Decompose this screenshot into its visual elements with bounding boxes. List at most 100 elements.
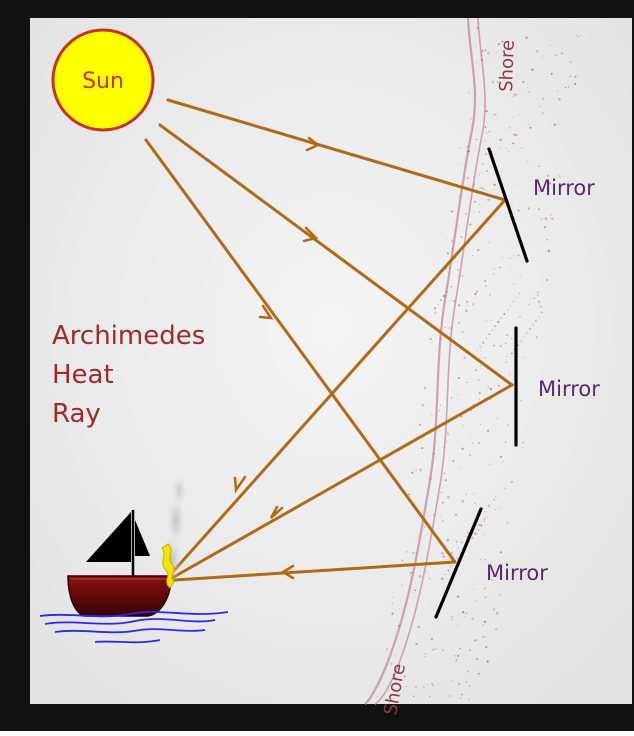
sand-dot xyxy=(550,214,551,215)
sand-dot xyxy=(429,696,430,697)
sand-dot xyxy=(536,50,538,52)
sand-dot xyxy=(512,301,514,303)
sand-dot xyxy=(471,436,472,437)
sand-dot xyxy=(417,537,419,539)
sand-dot xyxy=(441,578,443,580)
sand-dot xyxy=(435,457,436,458)
sand-dot xyxy=(466,613,467,614)
sand-dot xyxy=(484,596,486,598)
sand-dot xyxy=(513,93,515,95)
sand-dot xyxy=(478,673,480,675)
sand-dot xyxy=(542,112,544,114)
sand-dot xyxy=(451,616,453,618)
sand-dot xyxy=(478,529,479,530)
sand-dot xyxy=(447,432,448,433)
sand-dot xyxy=(521,147,522,148)
sand-dot xyxy=(453,300,455,302)
sand-dot xyxy=(470,118,472,120)
title-line-1: Archimedes xyxy=(52,321,205,351)
sand-dot xyxy=(483,533,485,535)
sand-dot xyxy=(413,696,414,697)
sand-dot xyxy=(522,441,524,443)
sand-dot xyxy=(398,625,400,627)
sand-dot xyxy=(452,460,454,462)
sand-dot xyxy=(473,493,474,494)
sand-dot xyxy=(476,62,478,64)
sand-dot xyxy=(511,338,512,339)
sand-dot xyxy=(558,98,560,100)
sand-dot xyxy=(493,114,495,116)
sand-dot xyxy=(531,69,533,71)
sand-dot xyxy=(540,106,541,107)
sand-dot xyxy=(513,95,515,97)
sand-dot xyxy=(519,293,521,295)
sand-dot xyxy=(477,249,479,251)
sand-dot xyxy=(487,430,489,432)
sand-dot xyxy=(514,186,515,187)
sand-dot xyxy=(419,577,420,578)
sand-dot xyxy=(431,602,432,603)
sand-dot xyxy=(432,684,434,686)
sand-dot xyxy=(457,269,458,270)
sand-dot xyxy=(480,525,482,527)
mirror-label-2: Mirror xyxy=(538,377,600,401)
sand-dot xyxy=(500,345,502,347)
sand-dot xyxy=(570,61,572,63)
sand-dot xyxy=(475,369,477,371)
sand-dot xyxy=(484,140,485,141)
sand-dot xyxy=(449,327,451,329)
sand-dot xyxy=(487,660,489,662)
sand-dot xyxy=(507,309,508,310)
sand-dot xyxy=(578,36,579,37)
sand-dot xyxy=(435,648,437,650)
sand-dot xyxy=(520,276,521,277)
sand-dot xyxy=(420,470,421,471)
sand-dot xyxy=(478,442,480,444)
sand-dot xyxy=(462,611,464,613)
sand-dot xyxy=(486,171,487,172)
sand-dot xyxy=(491,320,492,321)
sand-dot xyxy=(485,49,487,51)
sand-dot xyxy=(467,177,469,179)
sand-dot xyxy=(431,683,432,684)
sand-dot xyxy=(529,328,531,330)
sand-dot xyxy=(557,90,558,91)
sand-dot xyxy=(484,588,486,590)
sand-dot xyxy=(461,542,463,544)
sand-dot xyxy=(474,533,476,535)
sand-dot xyxy=(502,257,503,258)
sand-dot xyxy=(500,139,502,141)
mirror-label-1: Mirror xyxy=(533,176,595,200)
sand-dot xyxy=(487,199,489,201)
sand-dot xyxy=(485,285,487,287)
sand-dot xyxy=(431,341,432,342)
sand-dot xyxy=(411,472,413,474)
sand-dot xyxy=(510,258,511,259)
sand-dot xyxy=(493,608,495,610)
sand-dot xyxy=(442,650,443,651)
sand-dot xyxy=(479,524,481,526)
sand-dot xyxy=(400,599,401,600)
sand-dot xyxy=(444,327,445,328)
sand-dot xyxy=(523,337,524,338)
sand-dot xyxy=(505,148,506,149)
sand-dot xyxy=(482,636,484,638)
sand-dot xyxy=(466,146,468,148)
sand-dot xyxy=(466,301,468,303)
sand-dot xyxy=(492,81,494,83)
sand-dot xyxy=(465,494,467,496)
sand-dot xyxy=(424,387,426,389)
sand-dot xyxy=(551,218,553,220)
sand-dot xyxy=(451,240,453,242)
sand-dot xyxy=(495,114,496,115)
sand-dot xyxy=(431,638,433,640)
sand-dot xyxy=(415,469,417,471)
sand-dot xyxy=(415,643,417,645)
sand-dot xyxy=(476,658,478,660)
sand-dot xyxy=(469,454,471,456)
sand-dot xyxy=(472,618,474,620)
sand-dot xyxy=(440,491,442,493)
sand-dot xyxy=(458,317,459,318)
sand-dot xyxy=(449,695,451,697)
